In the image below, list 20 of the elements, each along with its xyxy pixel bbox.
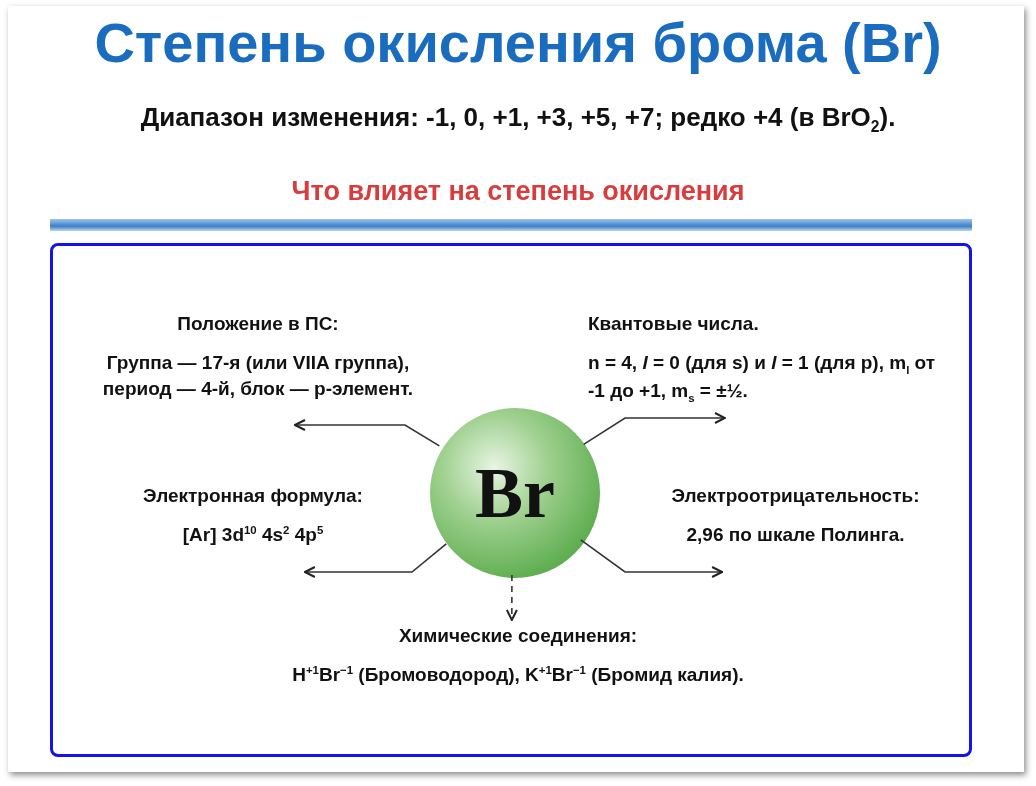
arrow [293, 419, 441, 447]
block-heading: Квантовые числа. [588, 312, 760, 336]
arrow [582, 412, 726, 446]
diagram-panel [50, 243, 972, 757]
block-heading: Химические соединения: [397, 624, 639, 648]
block-text: 2,96 по шкале Полинга. [685, 522, 906, 547]
block-text: Группа — 17-я (или VIIA группа), период — 4-й, блок — p-элемент. [101, 350, 415, 402]
block-text: n = 4, l = 0 (для s) и l = 1 (для p), m$_{l}$ от -1 до +1, m$_{s}$ = ±½. [588, 350, 937, 407]
dashed-arrow [505, 574, 518, 621]
block-heading: Электронная формула: [142, 484, 364, 508]
arrow [580, 539, 724, 578]
section-heading: Что влияет на степень окисления [290, 176, 746, 207]
block-heading: Положение в ПС: [176, 312, 340, 336]
block-text: [Ar] 3d$^{10}$ 4s$^{2}$ 4p$^{5}$ [181, 522, 325, 547]
arrow [303, 543, 448, 578]
block-heading: Электроотрицательность: [670, 484, 921, 508]
subtitle: Диапазон изменения: -1, 0, +1, +3, +5, +7; редко +4 (в BrO$_{2}$). [139, 102, 897, 137]
block-text: H$^{+1}$Br$^{−1}$ (Бромоводород), K$^{+1}$Br$^{−1}$ (Бромид калия). [291, 662, 745, 687]
element-symbol: Br [475, 457, 555, 529]
title: Степень окисления брома (Br) [93, 10, 943, 75]
